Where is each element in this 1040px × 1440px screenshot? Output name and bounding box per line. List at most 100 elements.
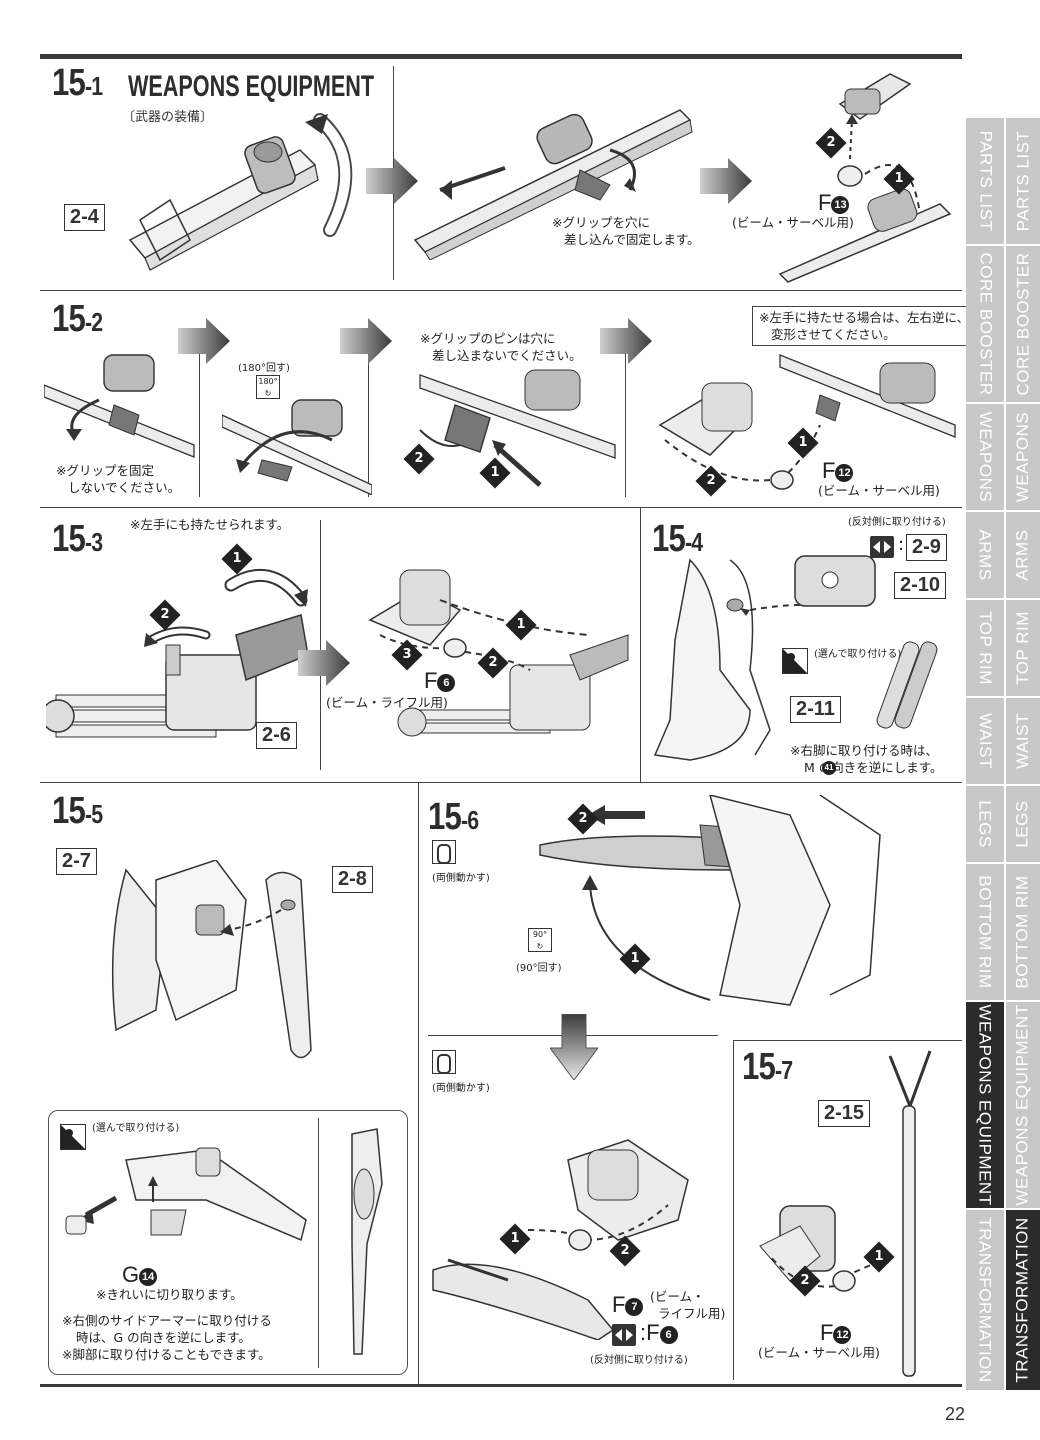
step-marker-15-3-2: 2 xyxy=(149,599,181,631)
choose-icon-b xyxy=(60,1124,86,1150)
divider-15-2-b xyxy=(368,345,369,497)
ref-2-9: 2-9 xyxy=(906,534,947,561)
tab-right-weapons[interactable]: WEAPONS xyxy=(1006,404,1040,510)
step-15-7-number: 15-7 xyxy=(742,1046,793,1088)
note-grip-pin: ※グリップのピンは穴に 差し込まないでください。 xyxy=(420,331,582,363)
rifle-grip-pin-drawing xyxy=(419,369,616,487)
move-both-icon-b xyxy=(432,1050,456,1074)
step-marker-15-2-4: 2 xyxy=(695,465,727,497)
rotate-90-icon: 90°↻ xyxy=(528,928,552,952)
part-f12-b-use: (ビーム・サーベル用) xyxy=(758,1345,880,1360)
step-marker-15-3-3: 1 xyxy=(505,609,537,641)
divider-15-7-top xyxy=(733,1040,962,1041)
step-marker-15-6-3: 1 xyxy=(499,1223,531,1255)
move-both-icon-a xyxy=(432,840,456,864)
callout-divider-15-5 xyxy=(318,1118,319,1368)
page-number: 22 xyxy=(945,1404,966,1424)
step-marker-15-7-1: 1 xyxy=(863,1241,895,1273)
leg-shield-drawing xyxy=(653,555,876,761)
tab-right-bottom-rim[interactable]: BOTTOM RIM xyxy=(1006,864,1040,1000)
choose-icon-a xyxy=(782,648,808,674)
ref-2-7: 2-7 xyxy=(56,848,97,875)
page-subtitle: 〔武器の装備〕 xyxy=(122,110,214,125)
page-title: WEAPONS EQUIPMENT xyxy=(128,70,375,103)
flow-arrow-1 xyxy=(366,158,418,204)
step-15-1-number: 15-1 xyxy=(52,62,103,104)
tab-left-arms[interactable]: ARMS xyxy=(966,512,1004,598)
tab-left-core-booster[interactable]: CORE BOOSTER xyxy=(966,246,1004,402)
tab-right-weapons-equipment[interactable]: WEAPONS EQUIPMENT xyxy=(1006,1002,1040,1208)
step-15-3-number: 15-3 xyxy=(52,518,103,560)
rotate-90-label: (90°回す) xyxy=(516,963,562,974)
part-f12-a-use: (ビーム・サーベル用) xyxy=(818,483,940,498)
tab-left-transformation[interactable]: TRANSFORMATION xyxy=(966,1210,1004,1390)
hand-rifle-drawing xyxy=(658,354,956,490)
tab-right-parts-list[interactable]: PARTS LIST xyxy=(1006,118,1040,244)
index-tabs-right: PARTS LIST CORE BOOSTER WEAPONS ARMS TOP… xyxy=(1006,118,1040,1390)
ref-2-6: 2-6 xyxy=(256,722,297,749)
step-marker-15-2-1: 1 xyxy=(479,457,511,489)
choose-label-b: (選んで取り付ける) xyxy=(92,1123,180,1134)
step-marker-15-6-1: 1 xyxy=(619,943,651,975)
note-left-hand-mirror: ※左手に持たせる場合は、左右逆に、 変形させてください。 xyxy=(752,306,977,346)
top-rule xyxy=(40,54,962,59)
tab-left-weapons-equipment[interactable]: WEAPONS EQUIPMENT xyxy=(966,1002,1004,1208)
tab-left-top-rim[interactable]: TOP RIM xyxy=(966,600,1004,696)
tab-right-legs[interactable]: LEGS xyxy=(1006,786,1040,862)
hand-shield-rifle-drawing xyxy=(432,1139,689,1340)
tab-left-weapons[interactable]: WEAPONS xyxy=(966,404,1004,510)
tab-right-waist[interactable]: WAIST xyxy=(1006,698,1040,784)
part-m41-ref: 41 xyxy=(822,760,836,775)
ref-2-15: 2-15 xyxy=(818,1100,871,1127)
flow-arrow-3 xyxy=(178,318,230,364)
rifle-grip-unfixed-drawing xyxy=(44,354,195,458)
index-tabs-left: PARTS LIST CORE BOOSTER WEAPONS ARMS TOP… xyxy=(966,118,1004,1390)
tab-left-parts-list[interactable]: PARTS LIST xyxy=(966,118,1004,244)
flow-arrow-2 xyxy=(700,158,752,204)
beam-saber-hilt-drawing xyxy=(128,113,353,271)
tab-right-arms[interactable]: ARMS xyxy=(1006,512,1040,598)
waist-side-armor-drawing xyxy=(111,860,312,1059)
rifle-rotated-drawing xyxy=(222,399,372,495)
swap-icon-a xyxy=(870,536,894,558)
step-15-5-number: 15-5 xyxy=(52,790,103,832)
bottom-rule xyxy=(40,1384,962,1387)
callout-box-15-5 xyxy=(48,1110,408,1375)
step-marker-15-3-5: 3 xyxy=(391,639,423,671)
step-15-6-number: 15-6 xyxy=(428,796,479,838)
part-f6-a-use: (ビーム・ライフル用) xyxy=(326,695,448,710)
saber-hand-drawing xyxy=(778,73,952,283)
hand-gatling-drawing xyxy=(368,569,629,737)
rifle-grip-drawing xyxy=(413,109,693,260)
step-marker-15-2-3: 1 xyxy=(787,427,819,459)
tab-right-top-rim[interactable]: TOP RIM xyxy=(1006,600,1040,696)
ref-2-11: 2-11 xyxy=(790,696,841,723)
divider-row-1 xyxy=(40,290,962,291)
step-marker-15-3-4: 2 xyxy=(477,647,509,679)
part-f13-use: (ビーム・サーベル用) xyxy=(732,215,854,230)
divider-15-5-15-6 xyxy=(418,782,419,1384)
divider-15-2-a xyxy=(199,345,200,497)
tab-right-transformation[interactable]: TRANSFORMATION xyxy=(1006,1210,1040,1390)
tab-left-bottom-rim[interactable]: BOTTOM RIM xyxy=(966,864,1004,1000)
opposite-side-label-b: (反対側に取り付ける) xyxy=(590,1355,688,1366)
swap-icon-b xyxy=(612,1324,636,1346)
choose-label-a: (選んで取り付ける) xyxy=(814,649,902,660)
tab-right-core-booster[interactable]: CORE BOOSTER xyxy=(1006,246,1040,402)
step-marker-15-6-4: 2 xyxy=(609,1235,641,1267)
divider-15-3-15-4 xyxy=(640,507,641,782)
tab-left-legs[interactable]: LEGS xyxy=(966,786,1004,862)
move-both-label-b: (両側動かす) xyxy=(432,1083,490,1094)
note-side-armor: ※右側のサイドアーマーに取り付ける 時は、G の向きを逆にします。 ※脚部に取り… xyxy=(62,1313,272,1362)
note-grip-insert: ※グリップを穴に 差し込んで固定します。 xyxy=(552,215,700,247)
tab-left-waist[interactable]: WAIST xyxy=(966,698,1004,784)
step-15-4-number: 15-4 xyxy=(652,518,703,560)
move-both-label-a: (両側動かす) xyxy=(432,873,490,884)
saber-on-armor-drawing xyxy=(65,1147,307,1242)
flow-arrow-down xyxy=(550,1014,598,1080)
note-left-hand-ok: ※左手にも持たせられます。 xyxy=(130,517,290,532)
divider-row-3 xyxy=(40,782,962,783)
